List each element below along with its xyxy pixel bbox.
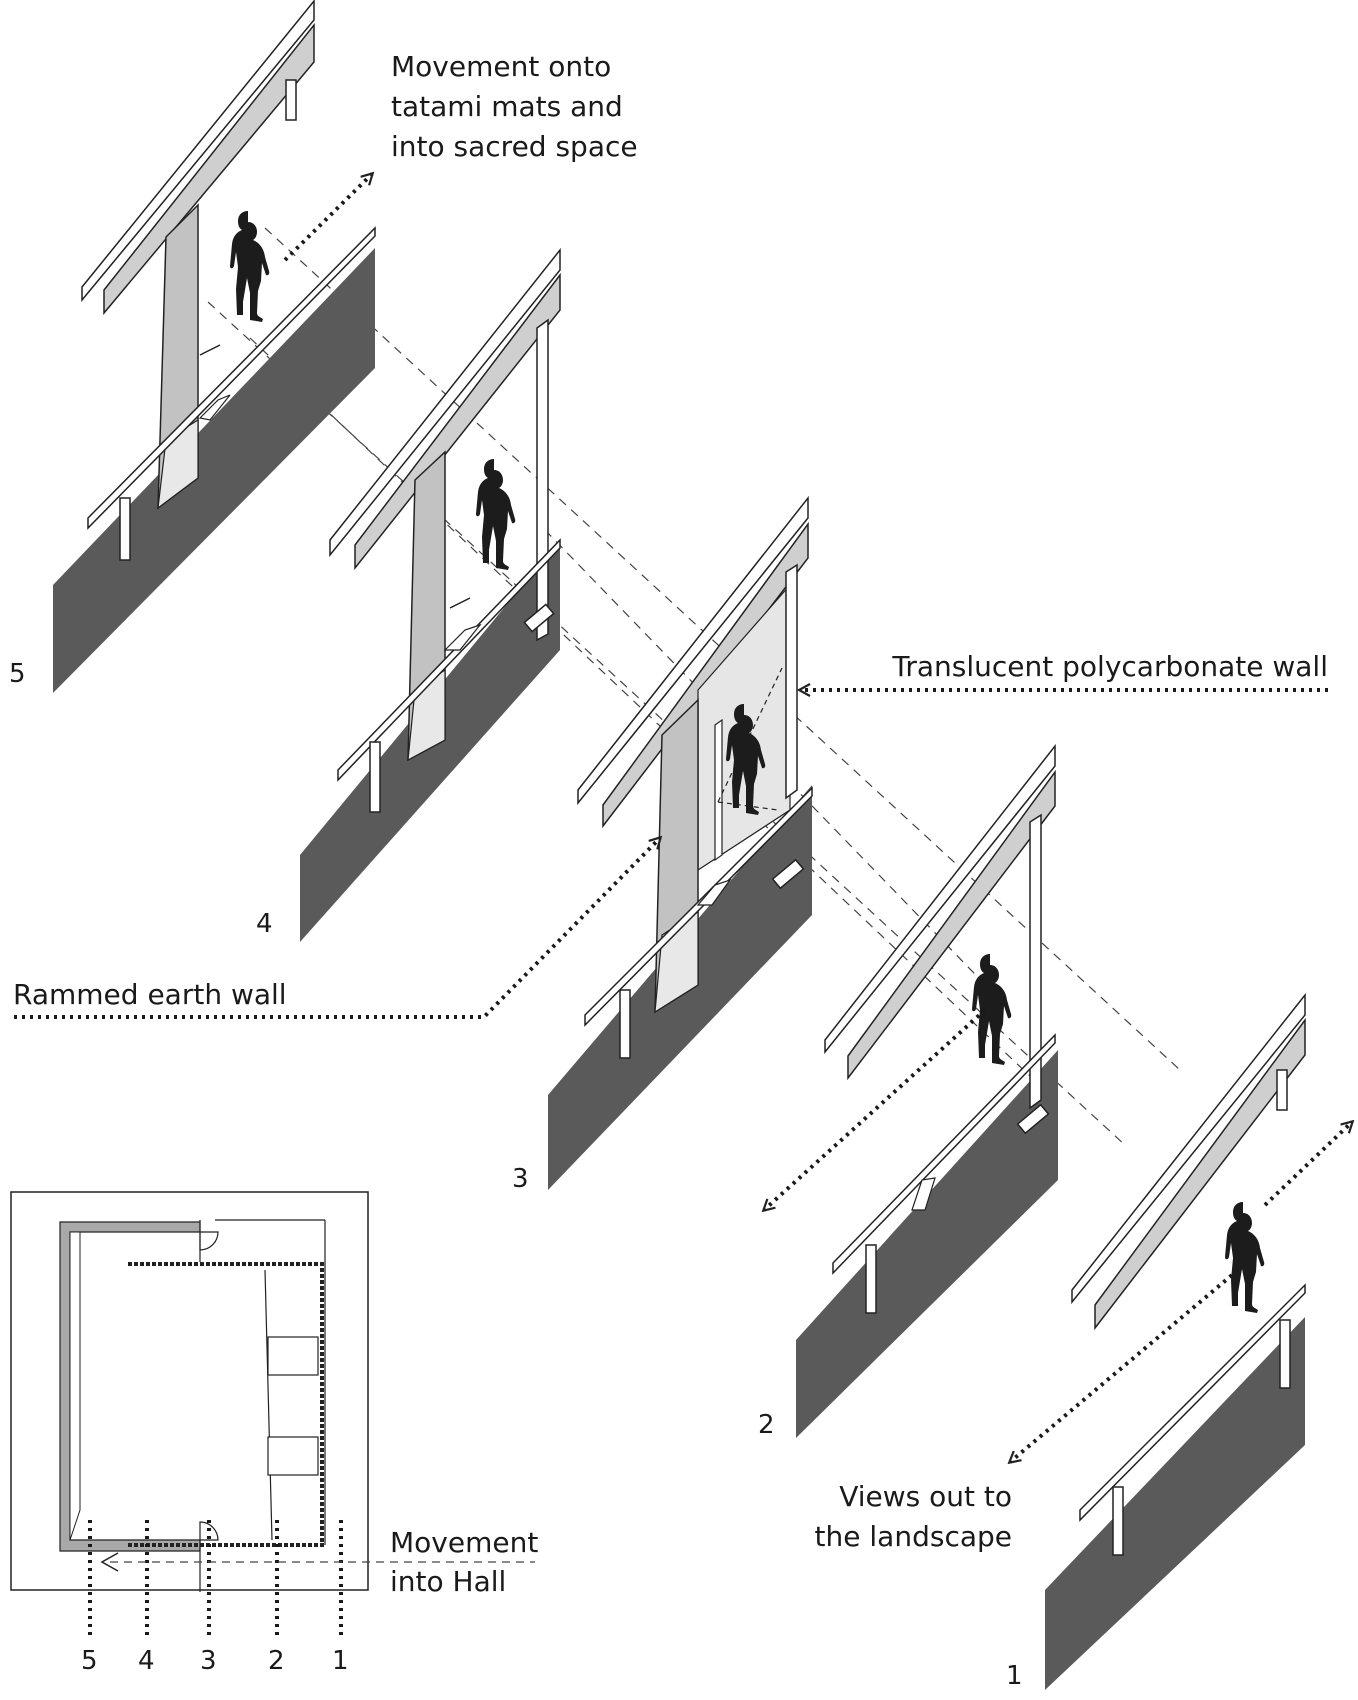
dotted-arrows: [14, 174, 1352, 1462]
section-numbers: 5 4 3 2 1: [9, 659, 1023, 1691]
section-1: [1045, 992, 1306, 1690]
rammed-earth-label: Rammed earth wall: [13, 978, 287, 1011]
plan-number-3: 3: [200, 1646, 217, 1676]
section-number-4: 4: [256, 909, 273, 939]
section-5: [53, 0, 376, 693]
plan-section-numbers: 5 4 3 2 1: [81, 1646, 349, 1676]
section-4: [300, 247, 561, 942]
plan-number-1: 1: [332, 1646, 349, 1676]
tatami-label-line-3: into sacred space: [391, 130, 638, 163]
plan-number-2: 2: [268, 1646, 285, 1676]
section-number-1: 1: [1006, 1661, 1023, 1691]
polycarbonate-label: Translucent polycarbonate wall: [891, 650, 1328, 683]
hall-label-line-1: Movement: [390, 1526, 538, 1559]
plan-number-5: 5: [81, 1646, 98, 1676]
section-3: [548, 495, 813, 1190]
section-number-2: 2: [758, 1410, 775, 1440]
hall-label-line-2: into Hall: [390, 1565, 506, 1598]
annotations: Movement onto tatami mats and into sacre…: [13, 50, 1328, 1598]
views-label-line-2: the landscape: [815, 1520, 1012, 1553]
plan-number-4: 4: [138, 1646, 155, 1676]
views-label-line-1: Views out to: [839, 1480, 1012, 1513]
section-number-3: 3: [512, 1164, 529, 1194]
tatami-label-line-1: Movement onto: [391, 50, 611, 83]
section-number-5: 5: [9, 659, 26, 689]
tatami-label-line-2: tatami mats and: [391, 90, 623, 123]
section-2: [796, 743, 1058, 1438]
floor-plan: [10, 1191, 535, 1640]
